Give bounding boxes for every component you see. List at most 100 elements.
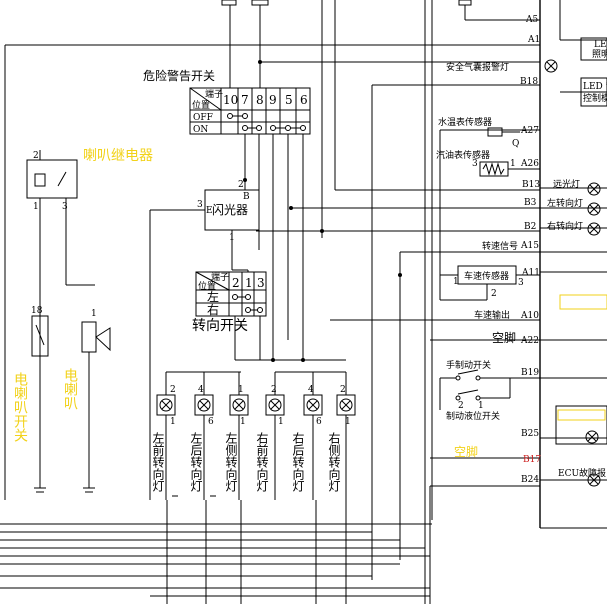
lamp-rs-pin-bottom: 1 bbox=[345, 417, 351, 427]
flasher-label: 闪光器 bbox=[212, 203, 248, 217]
led-modules: LED 照明 LED 背 控制模 bbox=[580, 37, 607, 107]
pin-a5: A5 bbox=[525, 15, 538, 25]
horn-relay-label-text: 喇叭继电器 bbox=[83, 148, 153, 164]
pin-b2: B2 bbox=[524, 222, 536, 232]
lamp-left-side: 1 1 左侧转向灯 bbox=[224, 385, 249, 493]
airbag-label: 安全气囊报警灯 bbox=[446, 61, 509, 73]
horn-pin: 1 bbox=[91, 309, 97, 319]
lamp-right-side: 2 1 右侧转向灯 bbox=[327, 385, 356, 493]
lamp-right-rear: 4 6 右后转向灯 bbox=[291, 385, 323, 493]
water-temp-sensor: 水温表传感器 Q bbox=[438, 116, 520, 149]
reserved-label: 空脚 bbox=[454, 444, 478, 459]
pin-a11: A11 bbox=[521, 268, 540, 278]
pin-b24: B24 bbox=[521, 475, 539, 485]
horn-relay-pin-3: 3 bbox=[62, 202, 68, 212]
lamp-ground-wires bbox=[165, 415, 347, 500]
horn-switch-pin: 18 bbox=[31, 306, 43, 316]
horn-switch: 18 电喇叭开关 bbox=[12, 306, 49, 493]
ecu-fault-label: ECU故障报 bbox=[558, 467, 606, 479]
pin-a1: A1 bbox=[527, 35, 540, 45]
turn-col-3: 3 bbox=[257, 276, 265, 290]
speed-sensor-pin-3: 3 bbox=[518, 278, 524, 288]
airbag-lamp: 安全气囊报警灯 bbox=[446, 59, 558, 73]
turn-switch: 端子 位置 2 1 3 左 右 转向开关 bbox=[192, 269, 267, 360]
hazard-switch: 危险警告开关 端子 位置 10 7 8 9 5 6 OFF ON bbox=[143, 62, 311, 360]
handbrake-label: 手制动开关 bbox=[446, 359, 491, 371]
ecu-fault: ECU故障报 bbox=[558, 467, 606, 487]
hazard-col-8: 8 bbox=[256, 93, 264, 107]
pin-a15: A15 bbox=[520, 241, 539, 251]
bottom-bus-wires bbox=[0, 500, 432, 604]
hazard-switch-title: 危险警告开关 bbox=[143, 68, 215, 83]
hazard-header-bottom: 位置 bbox=[192, 99, 210, 111]
pin-b18: B18 bbox=[520, 77, 538, 87]
pin-b25: B25 bbox=[521, 429, 539, 439]
hazard-col-9: 9 bbox=[269, 93, 277, 107]
pin-b3: B3 bbox=[524, 198, 537, 208]
empty-foot-label: 空脚 bbox=[492, 330, 516, 345]
left-turn-label: 左转向灯 bbox=[547, 197, 583, 209]
fuel-pin-1: 1 bbox=[510, 159, 516, 169]
hazard-row-off: OFF bbox=[193, 113, 213, 123]
led-top-label-2: 照明 bbox=[592, 49, 607, 60]
turn-row-left: 左 bbox=[207, 289, 219, 304]
pin-a22: A22 bbox=[520, 336, 539, 346]
hazard-col-5: 5 bbox=[285, 93, 293, 107]
fuel-label: 汽油表传感器 bbox=[436, 149, 490, 161]
horn-relay: 2 1 3 喇叭继电器 bbox=[26, 148, 153, 480]
lamp-rf-pin-top: 2 bbox=[271, 385, 277, 395]
hazard-col-6: 6 bbox=[300, 93, 308, 107]
horn-relay-pin-2: 2 bbox=[33, 151, 39, 161]
horn-switch-label: 电喇叭开关 bbox=[12, 372, 28, 442]
lamp-right-front-label: 右前转向灯 bbox=[255, 431, 269, 493]
led-bottom-label-2: 控制模 bbox=[583, 92, 607, 104]
turn-row-right: 右 bbox=[207, 302, 219, 317]
led-bottom-label: LED 背 bbox=[583, 80, 607, 92]
hazard-row-on: ON bbox=[193, 125, 208, 135]
right-turn-label: 右转向灯 bbox=[547, 220, 583, 232]
brake-fluid-label: 制动液位开关 bbox=[446, 410, 500, 422]
lamp-right-side-label: 右侧转向灯 bbox=[327, 431, 341, 493]
hazard-col-10: 10 bbox=[223, 93, 238, 107]
horn-relay-pin-1: 1 bbox=[33, 202, 39, 212]
pin-a26: A26 bbox=[520, 159, 539, 169]
brake-pin-1: 1 bbox=[478, 401, 484, 411]
top-connectors bbox=[221, 0, 540, 604]
ecu-pin-labels: A5 A1 B18 A27 A26 B13 B3 B2 A15 A11 A10 … bbox=[520, 15, 541, 485]
brake-section: 手制动开关 2 1 制动液位开关 空脚 bbox=[439, 359, 607, 459]
lamp-ls-pin-bottom: 1 bbox=[240, 417, 246, 427]
speed-sensor-pin-1: 1 bbox=[453, 277, 459, 287]
lamp-left-front-label: 左前转向灯 bbox=[151, 431, 165, 493]
fuel-sensor: 汽油表传感器 3 1 bbox=[436, 149, 540, 177]
speed-signal-label: 转速信号 bbox=[482, 240, 518, 252]
fuel-pin-3: 3 bbox=[472, 159, 478, 169]
flasher-pin-e: E bbox=[206, 206, 213, 216]
lamp-right-rear-label: 右后转向灯 bbox=[291, 431, 305, 493]
flasher-pin-2: 2 bbox=[238, 180, 244, 190]
flasher: 闪光器 B E 2 3 1 bbox=[149, 180, 260, 500]
lamp-lf-pin-bottom: 1 bbox=[170, 417, 176, 427]
lamp-left-rear: 4 6 左后转向灯 bbox=[189, 385, 214, 493]
horn-label: 电喇叭 bbox=[62, 368, 78, 410]
turn-switch-title: 转向开关 bbox=[192, 318, 248, 334]
flasher-pin-3: 3 bbox=[197, 200, 203, 210]
hazard-col-7: 7 bbox=[241, 93, 249, 107]
lamp-right-front: 2 1 右前转向灯 bbox=[255, 385, 285, 493]
pin-b17: B17 bbox=[523, 455, 541, 465]
turn-header-top: 端子 bbox=[211, 271, 229, 283]
turn-col-1: 1 bbox=[245, 276, 253, 290]
junction-dots bbox=[243, 60, 402, 362]
speed-section: 转速信号 车速传感器 1 2 3 车速输出 空脚 bbox=[440, 240, 607, 345]
speed-out-label: 车速输出 bbox=[474, 309, 510, 321]
lamp-left-rear-label: 左后转向灯 bbox=[189, 431, 203, 493]
led-top-label: LED bbox=[594, 40, 607, 50]
indicator-lamps: 远光灯 左转向灯 右转向灯 bbox=[547, 178, 601, 236]
horizontal-wires bbox=[4, 39, 607, 604]
lamp-lf-pin-top: 2 bbox=[170, 385, 176, 395]
lamp-rr-pin-top: 4 bbox=[308, 385, 314, 395]
lamp-lr-pin-top: 4 bbox=[198, 385, 204, 395]
water-temp-label: 水温表传感器 bbox=[438, 116, 492, 128]
pin-b13: B13 bbox=[522, 180, 540, 190]
hazard-header-top: 端子 bbox=[205, 88, 223, 100]
